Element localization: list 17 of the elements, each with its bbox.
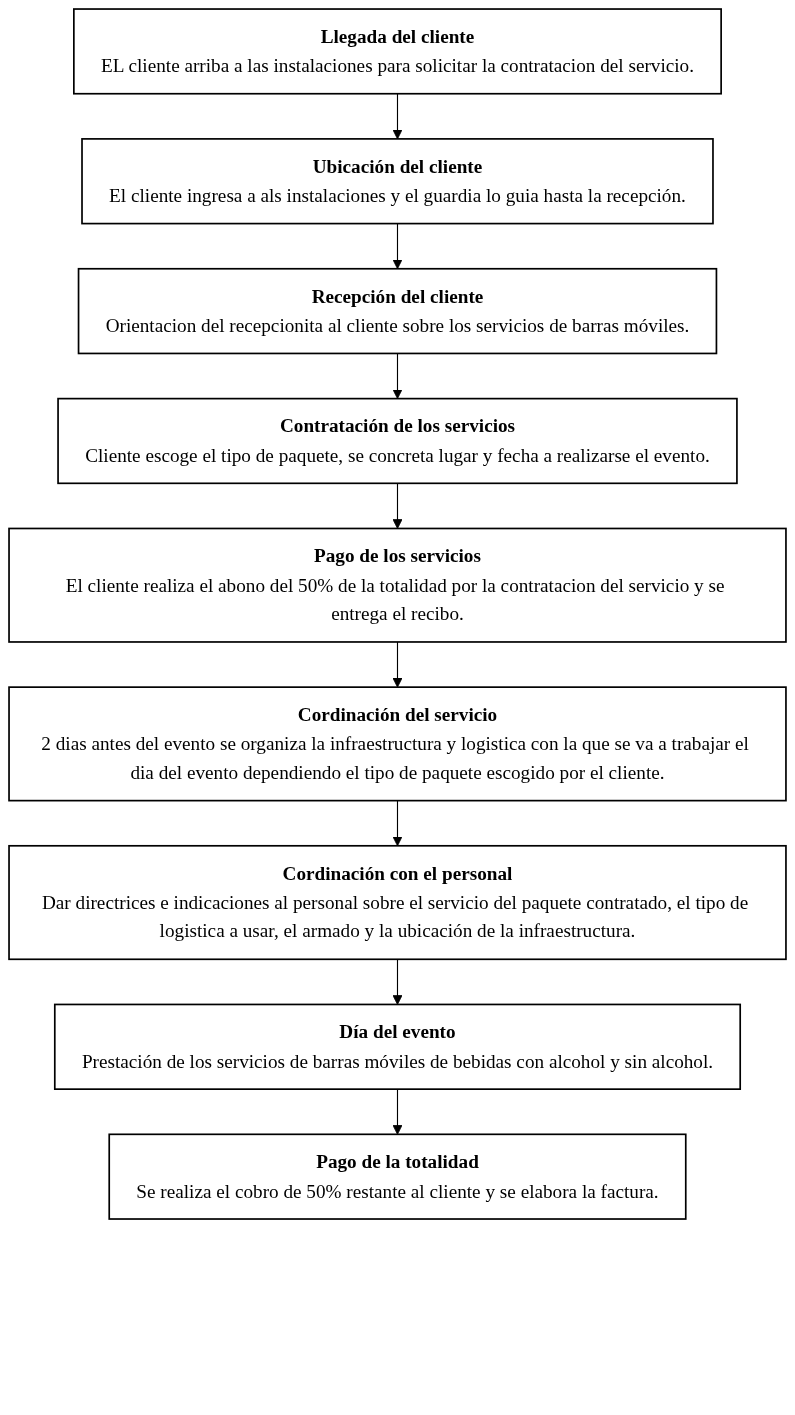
node-box: Ubicación del cliente El cliente ingresa a als instalaciones y el guardia lo guia hasta la recepción.	[81, 138, 714, 225]
arrow	[392, 482, 403, 529]
arrow	[392, 800, 403, 847]
node-box: Pago de los servicios El cliente realiza el abono del 50% de la totalidad por la contratacion del servicio y se entrega el recibo.	[8, 527, 787, 643]
arrow	[392, 352, 403, 400]
node-box: Contratación de los servicios Cliente escoge el tipo de paquete, se concreta lugar y fecha a realizarse el evento.	[57, 397, 738, 485]
arrow	[392, 641, 403, 688]
arrow	[392, 1088, 403, 1135]
node-box: Cordinación del servicio 2 dias antes del evento se organiza la infraestructura y logistica con la que se va a trabajar el dia del evento dependiendo el tipo de paquete escogido por el cliente.	[8, 686, 787, 802]
node-box: Día del evento Prestación de los servicios de barras móviles de bebidas con alcohol y sin alcohol.	[53, 1003, 742, 1090]
node-box: Recepción del cliente Orientacion del recepcionita al cliente sobre los servicios de barras móviles.	[77, 267, 718, 355]
arrow	[392, 223, 403, 270]
node-box: Pago de la totalidad Se realiza el cobro de 50% restante al cliente y se elabora la factura.	[108, 1133, 687, 1220]
arrow	[392, 93, 403, 140]
node-box: Llegada del cliente EL cliente arriba a las instalaciones para solicitar la contratacion del servicio.	[73, 8, 722, 95]
node-box: Cordinación con el personal Dar directrices e indicaciones al personal sobre el servicio del paquete contratado, el tipo de logistica a usar, el armado y la ubicación de la infraestructura.	[8, 844, 787, 961]
arrow	[392, 958, 403, 1005]
